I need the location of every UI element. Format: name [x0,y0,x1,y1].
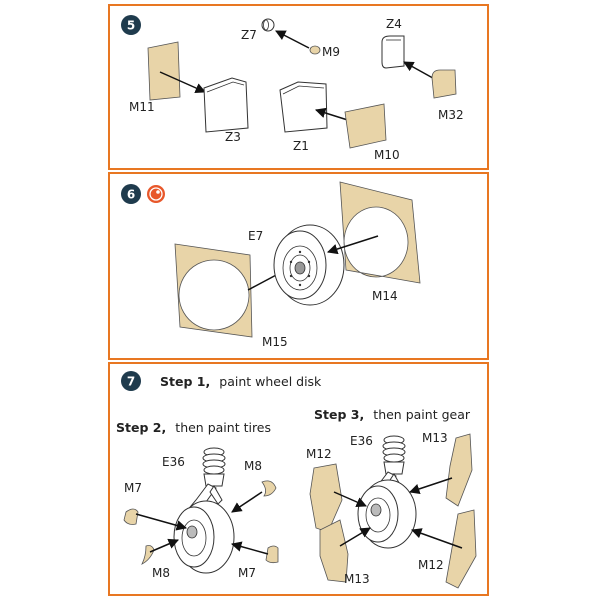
wheel-e7 [273,224,345,306]
arrow-m7-right [230,541,269,555]
mask-m7-left [123,508,139,525]
step-7-badge: 7 [121,371,141,391]
mask-m10 [344,103,387,149]
mask-m32 [431,69,457,99]
label-m14: M14 [372,289,398,303]
step-7-panel [108,362,489,596]
mask-m8-bottom [141,545,155,565]
label-m10: M10 [374,148,400,162]
arrow-m13-top [409,477,453,494]
mask-m11 [147,41,181,101]
label-m7-right: M7 [238,566,256,580]
mask-m13-top [445,433,473,507]
svg-text:5: 5 [127,19,135,33]
arrow-m8-bottom [149,538,179,553]
label-m12-top: M12 [306,447,332,461]
step-1-instruction: Step 1, paint wheel disk [160,371,322,390]
label-m15: M15 [262,335,288,349]
label-m7-left: M7 [124,481,142,495]
label-z1: Z1 [293,139,309,153]
mask-m14 [339,181,421,284]
step-6-badge: 6 [121,184,141,204]
label-m8-bottom: M8 [152,566,170,580]
label-z4: Z4 [386,17,402,31]
mask-m9 [309,45,321,55]
step-5-badge: 5 [121,15,141,35]
svg-text:7: 7 [127,375,135,389]
mask-m8-top [261,480,277,497]
arrow-m12-bottom [411,528,463,549]
arrow-m7-left [135,513,188,531]
mask-m15 [174,243,253,338]
label-e36-right: E36 [350,434,373,448]
label-m8-top: M8 [244,459,262,473]
arrow-m14-wheel [326,235,379,255]
label-m13-bottom: M13 [344,572,370,586]
step-3-instruction: Step 3, then paint gear [314,404,471,423]
part-z4 [381,35,405,69]
svg-text:6: 6 [127,188,135,202]
landing-gear-right [357,435,417,549]
mask-m13-bottom [319,519,349,583]
arrow-m12-top [333,491,367,508]
label-m12-bottom: M12 [418,558,444,572]
step-2-instruction: Step 2, then paint tires [116,417,271,436]
label-m32: M32 [438,108,464,122]
arrow-m13-bottom [339,527,371,547]
part-z1 [279,81,328,133]
mask-m12-bottom [445,509,477,589]
paint-palette-icon [147,185,165,203]
label-m11: M11 [129,100,155,114]
label-e36-left: E36 [162,455,185,469]
label-m13-top: M13 [422,431,448,445]
label-m9: M9 [322,45,340,59]
label-e7: E7 [248,229,263,243]
arrow-m11-z3 [159,71,206,93]
arrow-m9-z7 [275,30,310,49]
part-z7 [261,18,275,32]
part-z3 [203,77,249,133]
mask-m7-right [265,545,279,564]
arrow-m8-top [231,491,263,513]
label-z3: Z3 [225,130,241,144]
label-z7: Z7 [241,28,257,42]
